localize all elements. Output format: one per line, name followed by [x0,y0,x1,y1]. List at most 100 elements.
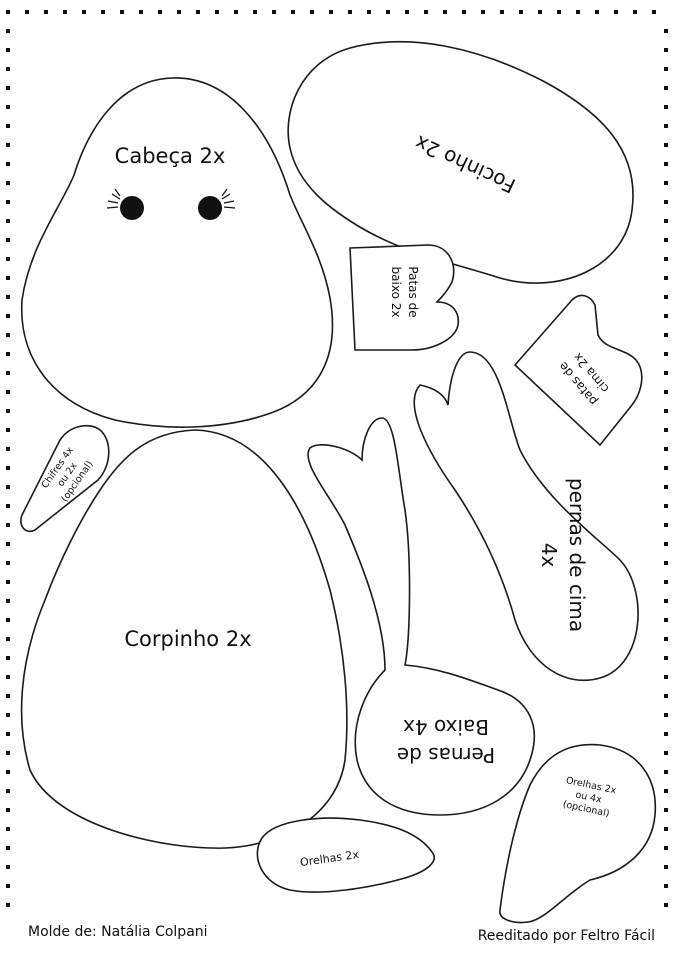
border-dot [6,770,10,774]
border-dot [6,181,10,185]
border-dot [6,238,10,242]
border-dot [500,10,504,14]
border-dot [6,29,10,33]
upper-legs-piece: pernas de cima 4x [413,351,639,682]
border-dot [664,48,668,52]
border-dot [664,276,668,280]
border-dot [664,485,668,489]
border-dot [664,466,668,470]
border-dot [6,162,10,166]
border-dot [6,808,10,812]
upper-legs-label-line2: 4x [537,543,561,568]
border-dot [6,219,10,223]
border-dot [6,732,10,736]
border-dot [664,580,668,584]
border-dot [664,219,668,223]
lower-paws-label-line1: Patas de [406,266,420,317]
border-dot [6,903,10,907]
border-dot [158,10,162,14]
ears-piece: Orelhas 2x [256,817,435,893]
border-dot [664,713,668,717]
border-dot [664,846,668,850]
border-dot [462,10,466,14]
right-eye-icon [198,188,236,220]
border-dot [6,276,10,280]
border-dot [6,447,10,451]
border-dot [664,523,668,527]
border-dot [614,10,618,14]
border-dot [664,542,668,546]
border-dot [6,846,10,850]
border-dot [6,10,10,14]
border-dot [664,770,668,774]
border-dot [177,10,181,14]
border-dot [272,10,276,14]
border-dot [664,143,668,147]
border-dot [443,10,447,14]
border-dot [664,181,668,185]
border-dot [405,10,409,14]
border-dot [664,371,668,375]
border-dot [664,238,668,242]
border-dot [310,10,314,14]
border-dot [6,523,10,527]
lower-paws-piece: Patas de baixo 2x [349,244,460,351]
border-dot [664,409,668,413]
dotted-border [6,10,668,907]
border-dot [6,67,10,71]
border-dot [481,10,485,14]
border-dot [664,618,668,622]
border-dot [6,143,10,147]
head-piece: Cabeça 2x [20,77,334,428]
border-dot [25,10,29,14]
border-dot [664,656,668,660]
border-dot [6,561,10,565]
border-dot [6,637,10,641]
border-dot [6,865,10,869]
border-dot [82,10,86,14]
border-dot [664,105,668,109]
border-dot [664,808,668,812]
border-dot [367,10,371,14]
lower-legs-piece: Pernas de Baixo 4x [307,417,535,816]
border-dot [6,48,10,52]
border-dot [6,390,10,394]
border-dot [6,466,10,470]
border-dot [664,390,668,394]
border-dot [664,903,668,907]
left-eye-icon [106,188,144,220]
border-dot [538,10,542,14]
border-dot [6,124,10,128]
border-dot [6,656,10,660]
border-dot [664,504,668,508]
border-dot [664,694,668,698]
border-dot [664,732,668,736]
border-dot [6,86,10,90]
border-dot [664,314,668,318]
border-dot [664,29,668,33]
border-dot [664,124,668,128]
border-dot [6,675,10,679]
border-dot [664,561,668,565]
border-dot [6,694,10,698]
border-dot [664,333,668,337]
border-dot [6,314,10,318]
snout-piece: Focinho 2x [287,40,634,284]
border-dot [424,10,428,14]
border-dot [664,200,668,204]
lower-legs-label-line1: Pernas de [397,743,495,767]
border-dot [6,884,10,888]
border-dot [6,371,10,375]
border-dot [6,485,10,489]
border-dot [196,10,200,14]
optional-ears-piece: Orelhas 2x ou 4x (opcional) [499,743,657,924]
border-dot [234,10,238,14]
border-dot [386,10,390,14]
border-dot [6,580,10,584]
border-dot [664,751,668,755]
border-dot [664,86,668,90]
border-dot [6,409,10,413]
upper-paws-piece: patas de cima 2x [513,294,643,447]
border-dot [6,333,10,337]
